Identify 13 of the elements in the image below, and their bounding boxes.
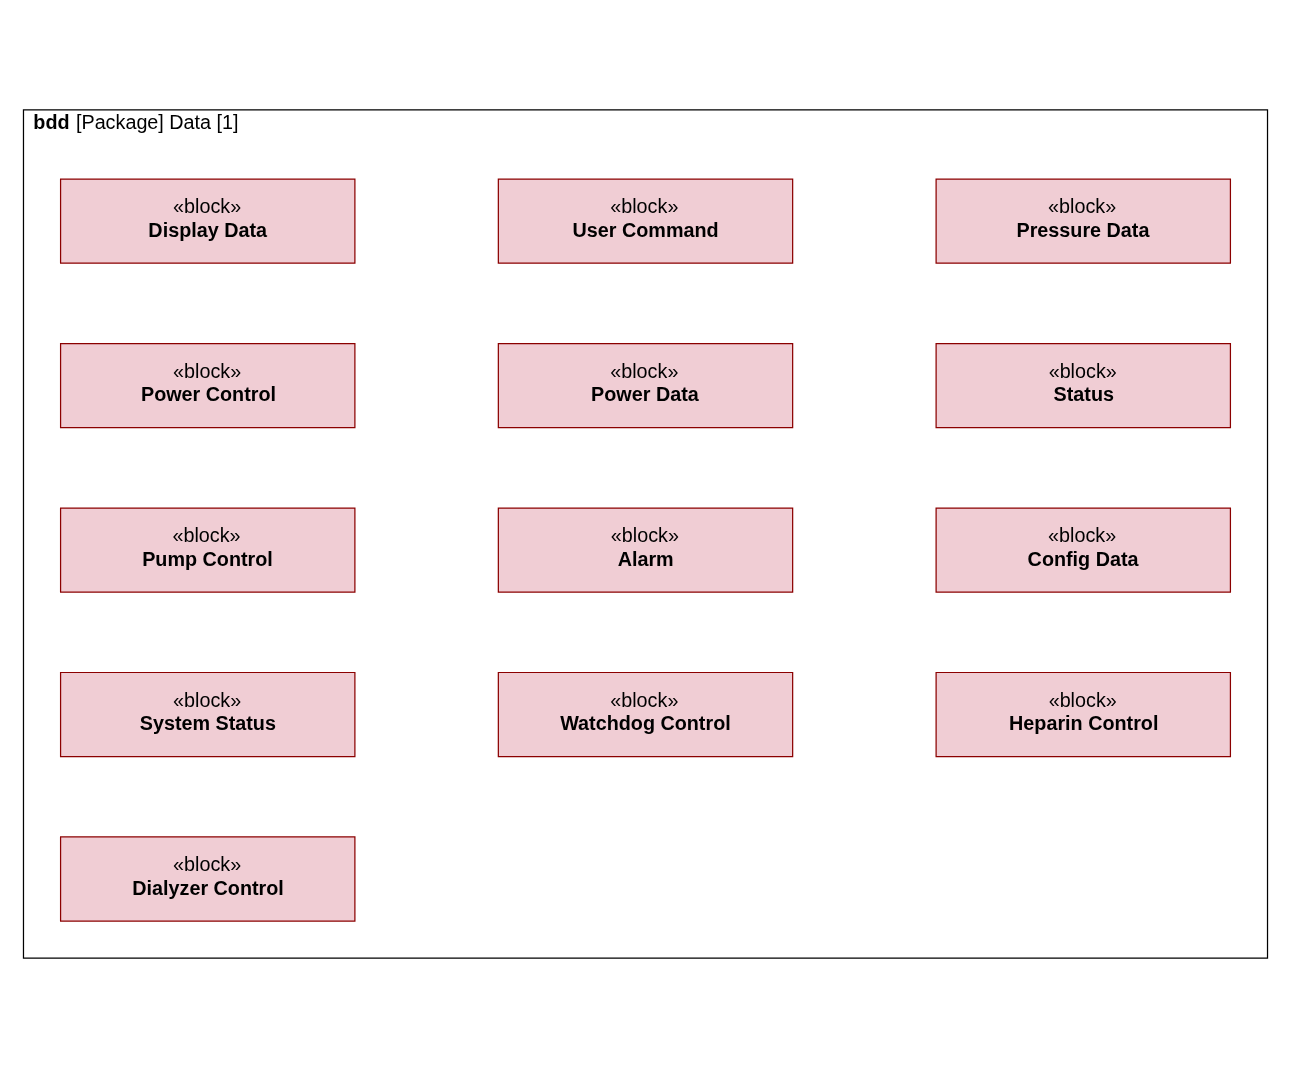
node-box: «block» Pressure Data: [935, 178, 1232, 264]
node-box: «block» Alarm: [497, 507, 794, 593]
node-box: «block» User Command: [497, 178, 794, 264]
node-box: «block» Dialyzer Control: [59, 836, 356, 922]
node-box: «block» Watchdog Control: [497, 671, 794, 758]
node-box: «block» Display Data: [59, 178, 356, 264]
node-box: «block» Status: [935, 342, 1232, 429]
node-box: «block» Config Data: [935, 507, 1232, 593]
node-box: «block» Power Control: [59, 342, 356, 429]
node-box: «block» Heparin Control: [935, 671, 1232, 758]
node-box: «block» Pump Control: [59, 507, 356, 593]
node-box: «block» Power Data: [497, 342, 794, 429]
node-box: «block» System Status: [59, 671, 356, 758]
